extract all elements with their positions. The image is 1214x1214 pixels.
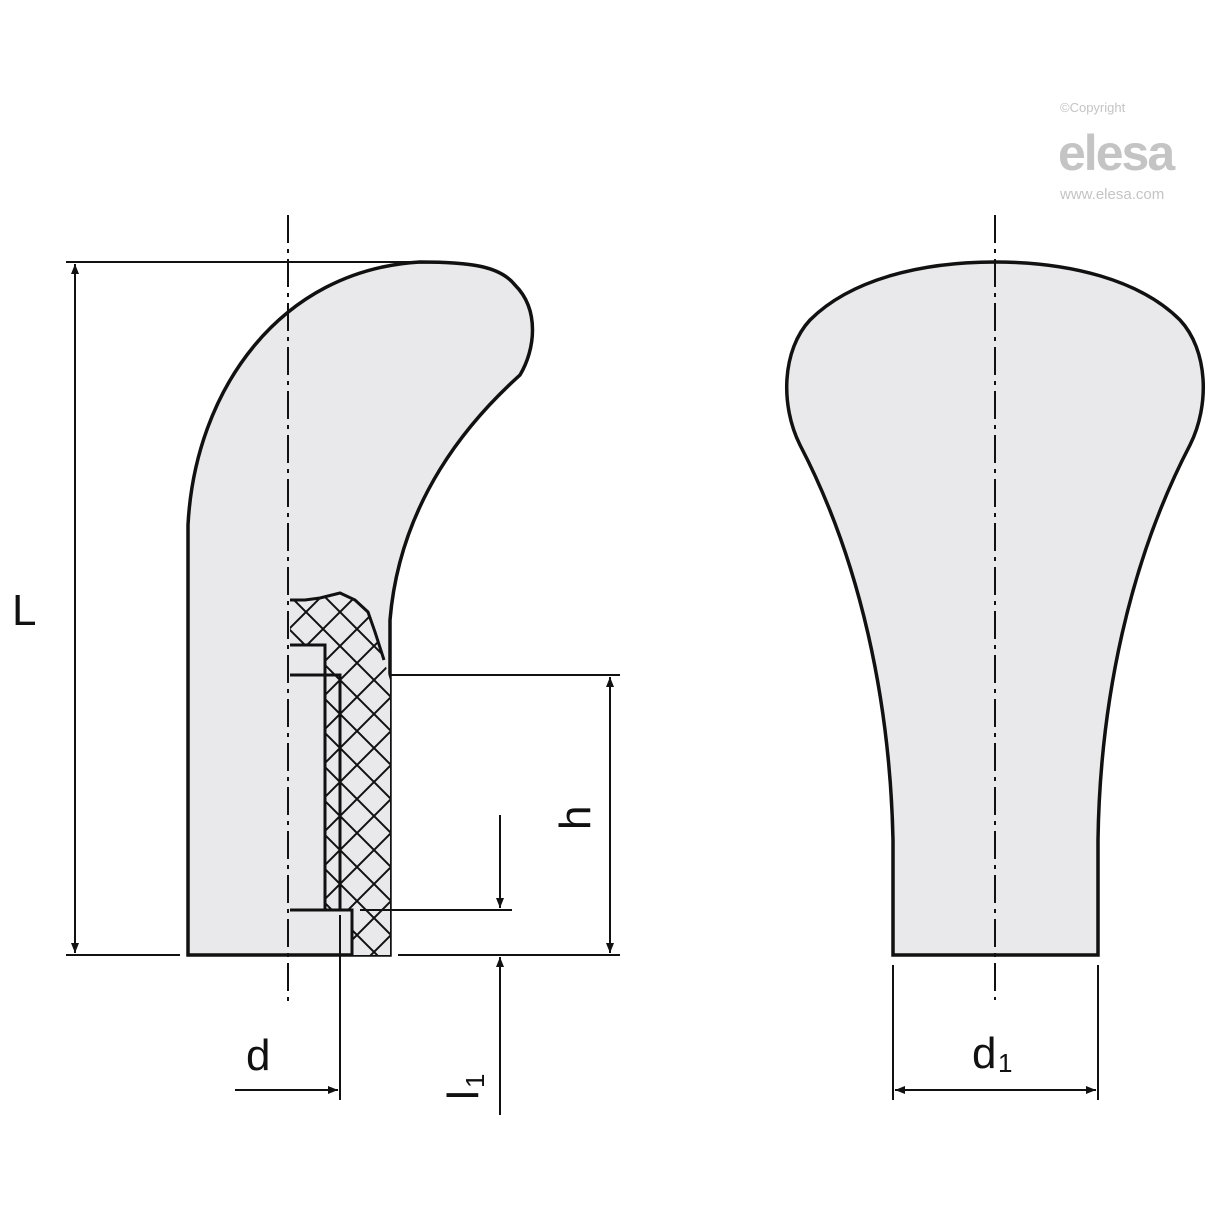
label-d: d [246,1031,270,1080]
url-text: www.elesa.com [1059,186,1164,203]
label-l1-main: l [439,1090,488,1100]
elesa-logo: ©Copyright elesa www.elesa.com [1058,100,1178,203]
label-l1: l 1 [439,1074,490,1100]
insert-outline [290,591,386,955]
label-d1-main: d [972,1029,996,1078]
dimension-lines [66,261,1099,1115]
copyright-text: ©Copyright [1060,100,1126,115]
label-l1-sub: 1 [460,1074,490,1088]
label-L: L [12,586,36,635]
label-h: h [551,806,600,830]
label-d1-sub: 1 [998,1048,1012,1078]
brand-text: elesa [1058,125,1176,181]
label-d1: d 1 [972,1029,1012,1078]
